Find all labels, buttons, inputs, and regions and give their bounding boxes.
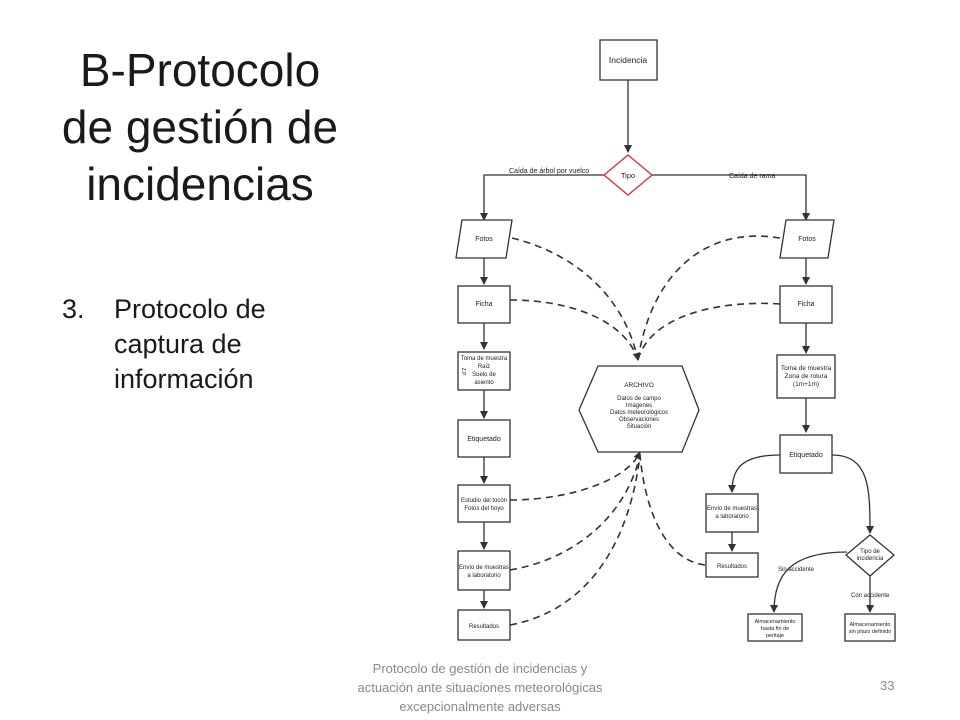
label-alm-fin-3: peritaje [766, 633, 784, 639]
nodes [455, 39, 896, 642]
node-labels: Incidencia Tipo Fotos Fotos Ficha Ficha … [459, 55, 891, 639]
label-etiquetado-right: Etiquetado [789, 452, 823, 459]
dash-ficha-right [637, 302, 781, 361]
dash-fotos-left [511, 237, 641, 361]
edge-label-sin-accidente: Sin accidente [778, 567, 815, 573]
label-archivo-5: Observaciones [619, 417, 659, 423]
bullet-line-3: información [114, 364, 254, 394]
node-incidencia [599, 39, 658, 81]
edge-tipo-fotos-right [652, 174, 810, 221]
node-resultados-left [457, 609, 511, 641]
label-tipo-incidencia-1: Tipo de [860, 549, 880, 555]
node-alm-sin [844, 613, 896, 642]
label-estudio-1: Estudio del tocón [461, 498, 507, 504]
node-fotos-right [779, 219, 835, 259]
label-archivo-3: Imágenes [626, 403, 652, 409]
node-toma-left [457, 351, 511, 391]
label-envio-right-1: Envío de muestras [707, 506, 757, 512]
label-toma-left-1: Toma de muestra [461, 356, 508, 362]
label-toma-left-4: asiento [474, 380, 494, 386]
node-envio-left [457, 550, 511, 591]
edge-sinaccidente [770, 551, 848, 613]
node-etiquetado-left [457, 419, 511, 458]
label-alm-fin-2: hasta fin de [761, 626, 789, 632]
label-etiquetado-left: Etiquetado [467, 436, 501, 443]
edge-tipo-fotos-left [480, 174, 604, 221]
node-resultados-right [705, 552, 759, 578]
label-alm-sin-1: Almacenamiento [850, 622, 891, 628]
label-archivo-6: Situación [627, 424, 652, 430]
title-line-2: de gestión de [61, 101, 339, 153]
node-archivo [578, 365, 700, 453]
edge-label-caida-rama: Caída de rama [729, 173, 775, 180]
footer-line-1: Protocolo de gestión de incidencias y [372, 661, 588, 676]
dash-envio-left [509, 454, 641, 571]
edge-etiquetado-envio-right [728, 454, 781, 493]
node-ficha-left [457, 285, 511, 324]
node-fotos-left [455, 219, 513, 259]
slide-footer: Protocolo de gestión de incidencias y ac… [330, 659, 630, 716]
label-toma-left-side: Z.P. [460, 368, 466, 377]
label-archivo-1: ARCHIVO [624, 382, 654, 389]
label-resultados-right: Resultados [717, 564, 747, 570]
title-line-3: incidencias [86, 158, 314, 210]
label-estudio-2: Fotos del hoyo [464, 506, 504, 512]
node-envio-right [705, 493, 759, 533]
title-line-1: B-Protocolo [79, 44, 321, 96]
node-tipo-incidencia [844, 534, 896, 577]
edge-labels: Caída de árbol por vuelco Caída de rama … [509, 168, 890, 599]
bullet-line-2: captura de [114, 329, 242, 359]
label-fotos-right: Fotos [798, 236, 816, 243]
bullet-text: Protocolo de captura de información [114, 292, 334, 397]
node-toma-right [776, 354, 836, 399]
label-toma-right-2: Zona de rotura [785, 373, 828, 380]
label-envio-right-2: a laboratorio [715, 514, 749, 520]
edge-etiquetado-tipoinc [831, 454, 874, 534]
node-estudio [457, 484, 511, 523]
node-alm-fin [747, 613, 803, 642]
label-toma-right-3: (1m+1m) [793, 381, 819, 388]
dash-resultados-left [509, 454, 641, 626]
edge-label-caida-arbol: Caída de árbol por vuelco [509, 168, 589, 175]
bullet-number: 3. [62, 294, 85, 324]
node-etiquetado-right [779, 434, 833, 474]
label-tipo-incidencia-2: incidencia [857, 556, 884, 562]
label-alm-fin-1: Almacenamiento [755, 619, 796, 625]
footer-line-3: excepcionalmente adversas [399, 699, 561, 714]
label-ficha-right: Ficha [797, 301, 814, 308]
label-alm-sin-2: sin plazo definido [849, 629, 892, 635]
dash-ficha-left [509, 299, 639, 361]
label-toma-left-2: Raíz [478, 364, 490, 370]
label-fotos-left: Fotos [475, 236, 493, 243]
footer-line-2: actuación ante situaciones meteorológica… [357, 680, 603, 695]
dash-estudio [509, 451, 641, 501]
label-archivo-2: Datos de campo [617, 396, 661, 402]
edge-label-con-accidente: Con accidente [851, 593, 890, 599]
label-envio-left-2: a laboratorio [467, 573, 501, 579]
label-incidencia: Incidencia [609, 55, 648, 65]
label-archivo-4: Datos meteorológicos [610, 410, 668, 416]
node-ficha-right [779, 285, 833, 324]
page-number: 33 [880, 678, 895, 693]
dash-fotos-right [637, 235, 781, 361]
solid-connectors [480, 80, 874, 613]
label-ficha-left: Ficha [475, 301, 492, 308]
label-tipo: Tipo [621, 171, 635, 180]
label-envio-left-1: Envío de muestras [459, 565, 509, 571]
label-toma-right-1: Toma de muestra [781, 365, 832, 372]
bullet-line-1: Protocolo de [114, 294, 266, 324]
node-tipo [602, 154, 654, 196]
label-resultados-left: Resultados [469, 624, 499, 630]
dash-resultados-right [639, 454, 706, 566]
label-toma-left-3: Suelo de [472, 372, 496, 378]
slide-title: B-Protocolo de gestión de incidencias [20, 42, 380, 213]
dashed-connectors [509, 235, 781, 626]
